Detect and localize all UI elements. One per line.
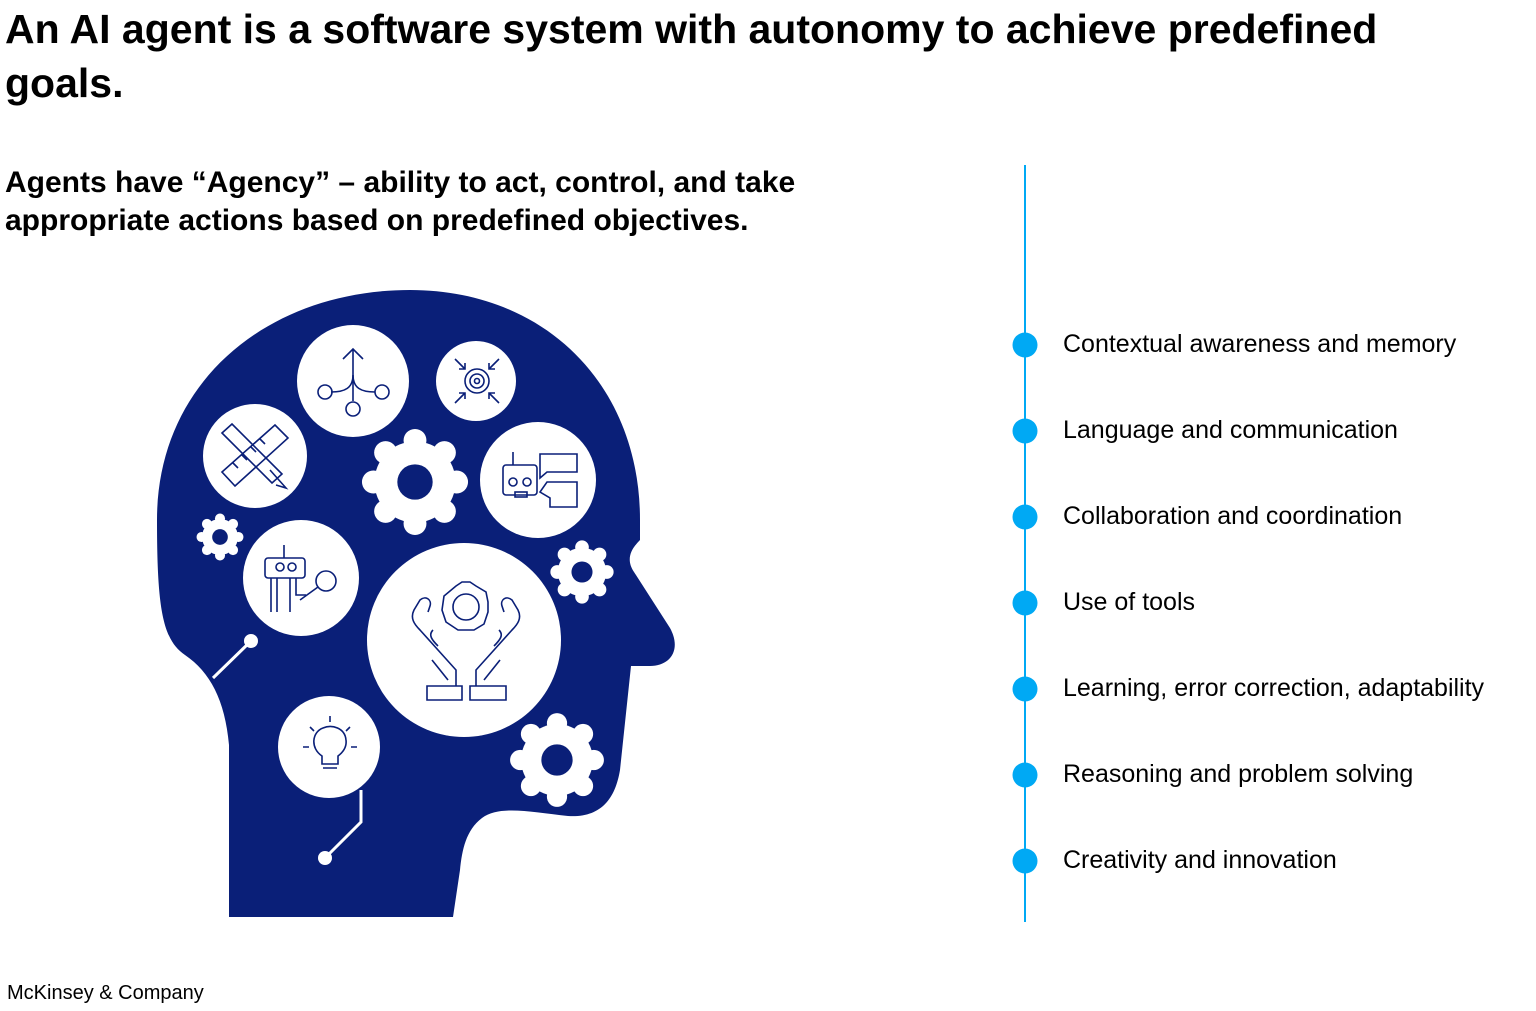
capability-item: Contextual awareness and memory (1063, 330, 1457, 358)
target-focus-icon (454, 358, 500, 404)
icon-circle-lightbulb (278, 696, 380, 798)
capability-item: Use of tools (1063, 588, 1196, 616)
timeline-dot (1012, 848, 1038, 874)
capability-item: Language and communication (1063, 416, 1398, 444)
gear-icon (510, 713, 604, 807)
hands-gear-icon (411, 581, 521, 701)
timeline-dot (1012, 676, 1038, 702)
footer-brand: McKinsey & Company (7, 982, 204, 1004)
timeline-dot (1012, 762, 1038, 788)
timeline-dot (1012, 504, 1038, 530)
connector-dot (244, 634, 258, 648)
gear-icon (550, 540, 614, 604)
icon-circle-hands-gear (367, 543, 561, 737)
gear-icon (361, 428, 469, 536)
icon-circle-target (436, 341, 516, 421)
ruler-pencil-icon (220, 422, 290, 490)
timeline-dot (1012, 590, 1038, 616)
icon-circle-robot-chat (480, 422, 596, 538)
capability-item: Creativity and innovation (1063, 846, 1337, 874)
icon-circle-ruler (203, 404, 307, 508)
page-title: An AI agent is a software system with au… (5, 6, 1378, 106)
capability-item: Reasoning and problem solving (1063, 760, 1414, 788)
robot-tool-icon (264, 545, 337, 612)
timeline-dot (1012, 418, 1038, 444)
gear-icon (196, 513, 244, 561)
robot-chat-icon (502, 452, 578, 508)
connector-dot (318, 851, 332, 865)
branching-arrows-icon (317, 347, 390, 417)
capability-item: Learning, error correction, adaptability (1063, 674, 1485, 702)
page-subtitle: Agents have “Agency” – ability to act, c… (5, 166, 796, 237)
timeline-dot (1012, 332, 1038, 358)
connector-lines (211, 639, 363, 860)
lightbulb-icon (303, 716, 357, 769)
capability-item: Collaboration and coordination (1063, 502, 1403, 530)
